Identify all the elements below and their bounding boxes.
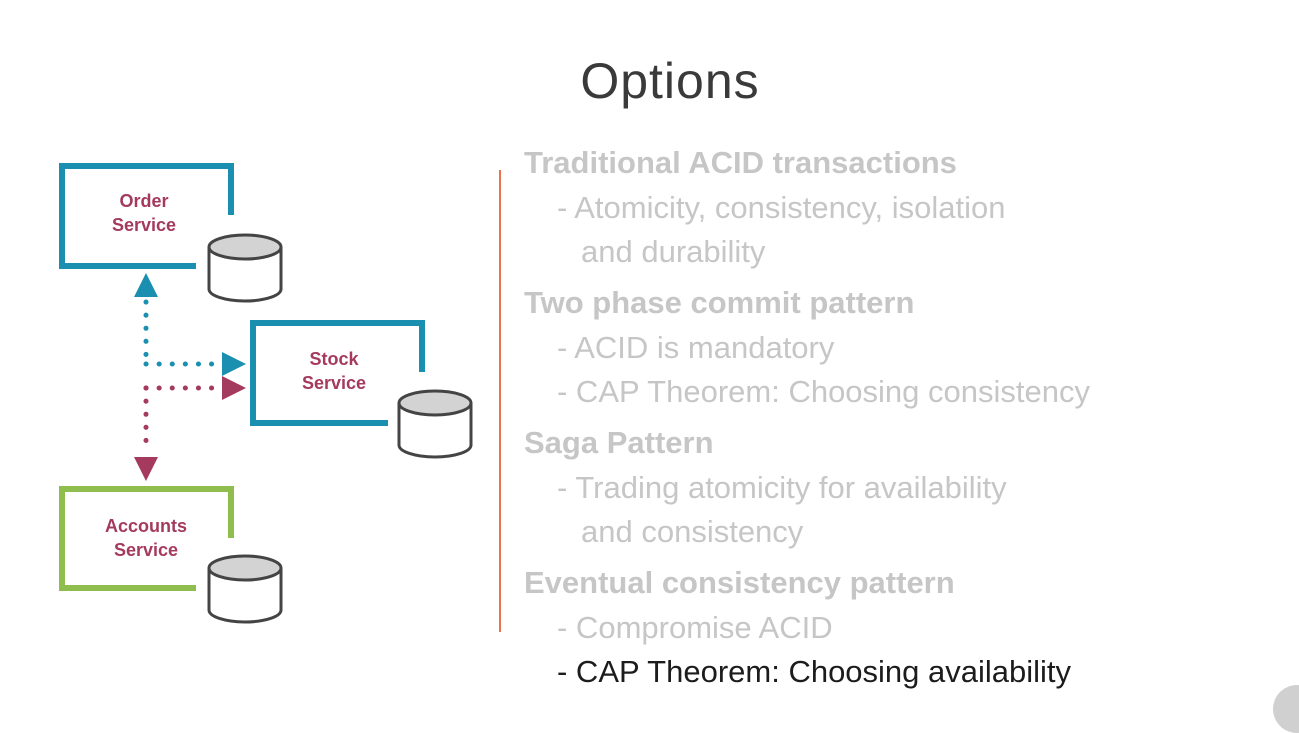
stock-service-label-line1: Stock [309, 349, 359, 369]
order-service-label: Order Service [74, 189, 214, 237]
stock-service-box [250, 320, 425, 426]
order-database-icon [207, 233, 283, 303]
slide-title: Options [580, 53, 760, 109]
order-service-label-line2: Service [111, 215, 177, 235]
option-bullet-continued: and consistency [581, 514, 804, 549]
vertical-divider [499, 170, 501, 632]
option-group: Traditional ACID transactions - Atomicit… [524, 140, 1284, 274]
order-service-box [59, 163, 234, 269]
option-heading: Traditional ACID transactions [524, 145, 957, 180]
stock-service-label-line2: Service [301, 373, 367, 393]
option-bullet: - Compromise ACID [557, 610, 833, 645]
option-bullet: and durability [557, 230, 1284, 274]
accounts-service-label-line1: Accounts [104, 516, 187, 536]
accounts-service-box [59, 486, 234, 591]
diagram-canvas [59, 163, 473, 624]
accounts-database-icon [207, 554, 283, 624]
option-bullet: - Atomicity, consistency, isolation [557, 190, 1006, 225]
stock-service-label: Stock Service [264, 347, 404, 395]
option-heading: Saga Pattern [524, 425, 714, 460]
arrow-up-icon [134, 273, 158, 297]
option-heading: Two phase commit pattern [524, 285, 915, 320]
accounts-service-label: Accounts Service [76, 514, 216, 562]
option-group: Saga Pattern - Trading atomicity for ava… [524, 420, 1284, 554]
stock-database-icon [397, 389, 473, 459]
order-stock-connector [134, 273, 246, 376]
option-group: Eventual consistency pattern - Compromis… [524, 560, 1284, 694]
option-heading: Eventual consistency pattern [524, 565, 955, 600]
service-diagram: Order Service Stock Service Accounts Ser… [0, 0, 500, 709]
option-group: Two phase commit pattern - ACID is manda… [524, 280, 1284, 414]
accounts-service-label-line2: Service [113, 540, 179, 560]
option-bullet: - Trading atomicity for availability [557, 470, 1007, 505]
option-bullet: - ACID is mandatory [557, 330, 835, 365]
options-list: Traditional ACID transactions - Atomicit… [524, 140, 1284, 694]
arrow-right-icon [222, 376, 246, 400]
option-bullet: - CAP Theorem: Choosing consistency [557, 374, 1090, 409]
option-bullet-active: - CAP Theorem: Choosing availability [557, 654, 1072, 689]
arrow-right-icon [222, 352, 246, 376]
option-bullet: and consistency [557, 510, 1284, 554]
option-bullet-continued: and durability [581, 234, 766, 269]
order-service-label-line1: Order [119, 191, 169, 211]
arrow-down-icon [134, 457, 158, 481]
stock-accounts-connector [134, 376, 246, 481]
